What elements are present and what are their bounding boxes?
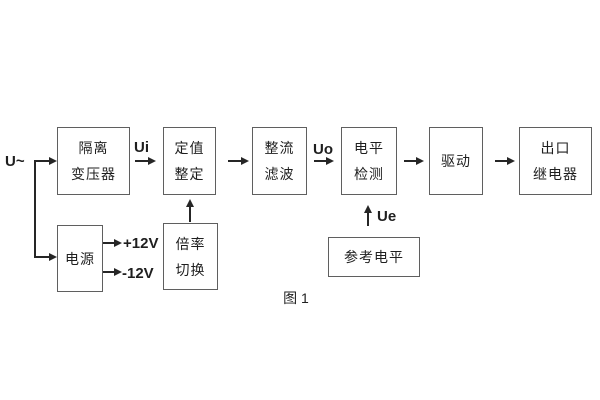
input-arrowhead-transformer xyxy=(49,157,57,165)
drive-label: 驱动 xyxy=(441,153,471,169)
arrow-uo-line xyxy=(314,160,326,162)
minus-12v-label: -12V xyxy=(122,265,154,282)
arrow-setpoint-line xyxy=(228,160,241,162)
arrow-level-line xyxy=(404,160,416,162)
arrow-ratio-head xyxy=(186,199,194,207)
setpoint-adjust-block: 定值 整定 xyxy=(163,127,216,195)
isolation-transformer-line2: 变压器 xyxy=(71,166,116,182)
arrow-ui-line xyxy=(135,160,148,162)
output-relay-block: 出口 继电器 xyxy=(519,127,592,195)
reference-level-label: 参考电平 xyxy=(344,249,404,265)
input-wire-top-segment xyxy=(34,160,49,162)
level-detection-block: 电平 检测 xyxy=(341,127,397,195)
arrow-drive-head xyxy=(507,157,515,165)
power-supply-block: 电源 xyxy=(57,225,103,292)
rectifier-filter-block: 整流 滤波 xyxy=(252,127,307,195)
level-detection-line2: 检测 xyxy=(354,166,384,182)
arrow-minus-12v-head xyxy=(114,268,122,276)
arrow-plus-12v-head xyxy=(114,239,122,247)
level-detection-line1: 电平 xyxy=(354,140,384,156)
arrow-level-head xyxy=(416,157,424,165)
arrow-ue-line xyxy=(367,213,369,226)
ratio-switch-line2: 切换 xyxy=(175,261,206,278)
input-arrowhead-power xyxy=(49,253,57,261)
arrow-plus-12v-line xyxy=(103,242,114,244)
ue-signal-label: Ue xyxy=(377,208,397,225)
arrow-minus-12v-line xyxy=(103,271,114,273)
reference-level-block: 参考电平 xyxy=(328,237,420,277)
setpoint-adjust-line2: 整定 xyxy=(174,166,205,182)
arrow-ui-head xyxy=(148,157,156,165)
arrow-ratio-line xyxy=(189,207,191,222)
input-wire-vertical-segment xyxy=(34,160,36,258)
ratio-switch-block: 倍率 切换 xyxy=(163,223,218,290)
uo-signal-label: Uo xyxy=(313,141,333,158)
isolation-transformer-line1: 隔离 xyxy=(78,140,109,156)
power-supply-label: 电源 xyxy=(65,250,95,267)
input-wire-bottom-segment xyxy=(34,256,49,258)
setpoint-adjust-line1: 定值 xyxy=(174,140,205,156)
rectifier-filter-line1: 整流 xyxy=(264,140,295,156)
arrow-drive-line xyxy=(495,160,507,162)
arrow-ue-head xyxy=(364,205,372,213)
output-relay-line1: 出口 xyxy=(540,140,571,156)
plus-12v-label: +12V xyxy=(123,235,159,252)
input-signal-label: U~ xyxy=(5,153,25,170)
ratio-switch-line1: 倍率 xyxy=(175,235,206,252)
isolation-transformer-block: 隔离 变压器 xyxy=(57,127,130,195)
ui-signal-label: Ui xyxy=(134,139,149,156)
output-relay-line2: 继电器 xyxy=(533,166,578,182)
drive-block: 驱动 xyxy=(429,127,483,195)
figure-caption: 图 1 xyxy=(283,290,309,306)
rectifier-filter-line2: 滤波 xyxy=(264,166,295,182)
arrow-uo-head xyxy=(326,157,334,165)
arrow-setpoint-head xyxy=(241,157,249,165)
